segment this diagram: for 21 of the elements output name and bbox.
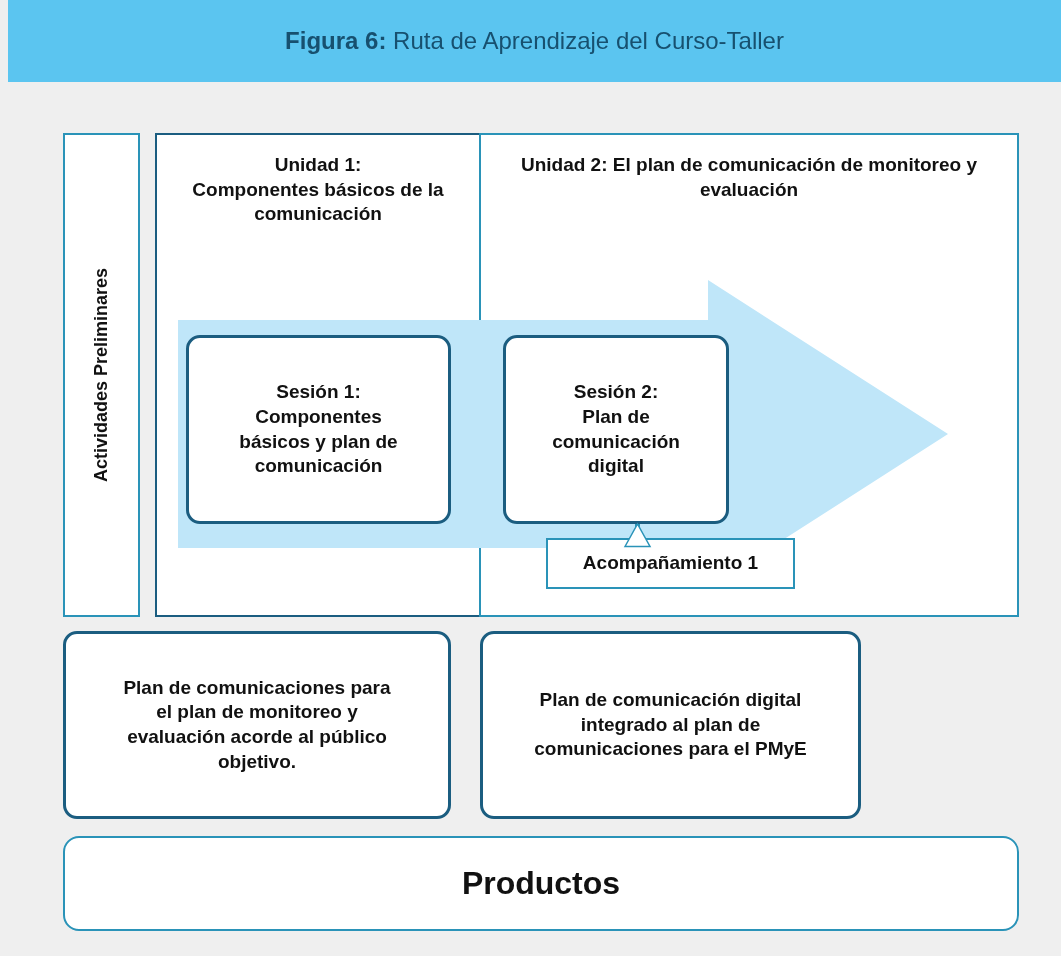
node-text: Actividades Preliminares	[89, 267, 112, 483]
products-banner	[63, 836, 1019, 931]
node-text: Plan de comunicación digital	[551, 404, 681, 479]
product-box	[480, 631, 861, 819]
node-text: Sesión 1:	[276, 380, 361, 405]
product-box	[63, 631, 451, 819]
arrow	[624, 523, 651, 548]
node-text: Unidad 2: El plan de comunicación de monitoreo y evaluación	[519, 153, 979, 202]
node-text: Plan de comunicación digital integrado al plan de comunicaciones para el PMyE	[533, 687, 808, 762]
node-text: Componentes básicos de la comunicación	[191, 177, 445, 227]
node-text: Unidad 1:	[274, 153, 362, 177]
session-box	[503, 335, 729, 524]
follow-up-box	[546, 538, 795, 589]
title: Figura 6: Ruta de Aprendizaje del Curso-Taller	[285, 27, 784, 55]
node-text: Acompañamiento 1	[582, 551, 759, 576]
side-panel	[63, 133, 140, 617]
node-text: Componentes básicos y plan de comunicación	[238, 404, 399, 479]
session-box	[186, 335, 451, 524]
node-text: Sesión 2:	[573, 380, 659, 405]
node-text: Productos	[461, 863, 621, 903]
node-text: Plan de comunicaciones para el plan de monitoreo y evaluación acorde al público objetivo.	[122, 675, 392, 774]
